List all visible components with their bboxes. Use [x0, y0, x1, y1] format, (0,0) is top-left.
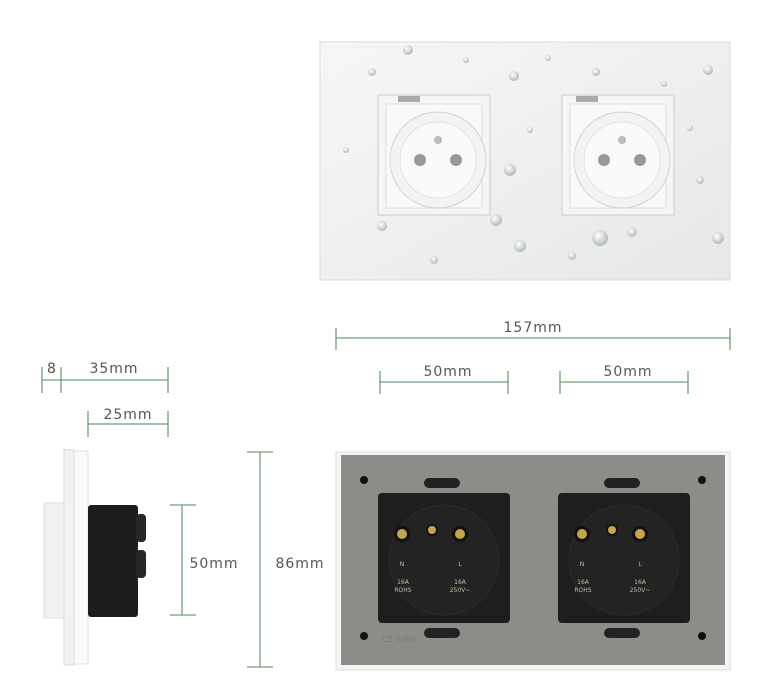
voltage-label: 250V~: [450, 587, 471, 594]
dim-socket-left-label: 50mm: [423, 364, 472, 380]
dim-module-height: 50mm: [170, 504, 238, 616]
dim-depth: 8 35mm: [41, 361, 169, 393]
dim-total-width-label: 157mm: [504, 320, 563, 336]
neutral-terminal-label: N: [400, 561, 405, 568]
dim-socket-right-width: 50mm: [559, 364, 689, 394]
dim-socket-left-width: 50mm: [379, 364, 509, 394]
rating-label: 16A: [634, 579, 647, 586]
live-terminal-label: L: [638, 561, 642, 568]
neutral-terminal-label: N: [580, 561, 585, 568]
socket-left: [377, 94, 491, 216]
water-droplets: [343, 45, 724, 264]
dim-total-height: 86mm: [247, 451, 324, 668]
socket-right: [561, 94, 675, 216]
voltage-label: 250V~: [630, 587, 651, 594]
dim-socket-right-label: 50mm: [603, 364, 652, 380]
rating-label: 16A: [577, 579, 590, 586]
dim-module-depth-label: 25mm: [103, 407, 152, 423]
dim-total-depth-label: 35mm: [89, 361, 138, 377]
dim-total-height-label: 86mm: [275, 556, 324, 572]
rating-label: 16A: [397, 579, 410, 586]
rohs-label: ROHS: [394, 587, 411, 594]
module-left: N L 16A ROHS 16A 250V~: [378, 493, 510, 623]
dim-module-height-label: 50mm: [189, 556, 238, 572]
dim-glass-thickness-label: 8: [47, 361, 57, 377]
rohs-label: ROHS: [574, 587, 591, 594]
front-panel-view: [319, 41, 731, 281]
rating-label: 16A: [454, 579, 467, 586]
module-right: N L 16A ROHS 16A 250V~: [558, 493, 690, 623]
side-view: [43, 449, 146, 666]
dim-total-width: 157mm: [335, 320, 731, 350]
cert-marking: CE RoHS: [382, 635, 416, 644]
back-panel-view: CE RoHS N L 16A ROHS 16A 250V~ N L 16A R…: [335, 451, 731, 671]
dim-module-depth: 25mm: [87, 407, 169, 437]
live-terminal-label: L: [458, 561, 462, 568]
